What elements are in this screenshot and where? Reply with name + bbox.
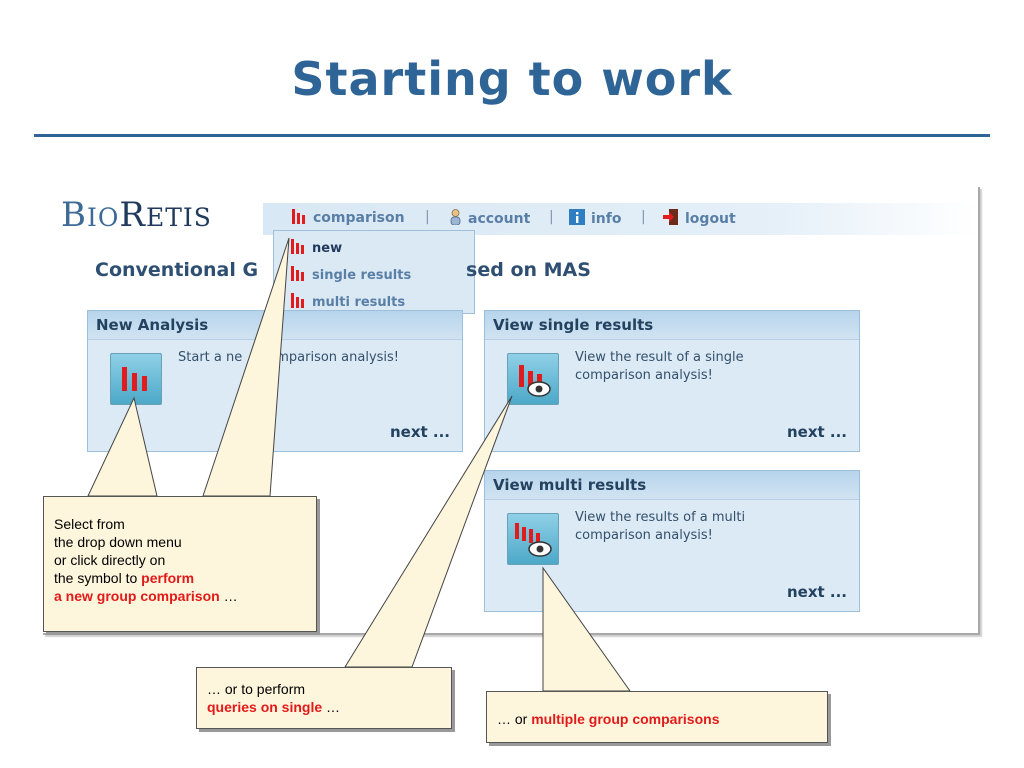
callout-line: … or to perform [207, 681, 306, 697]
callout-line: a new group comparison … [54, 587, 238, 605]
callout-text-plain: the symbol to [54, 570, 142, 586]
title-divider [34, 134, 990, 137]
callout-text-highlight: a new group comparison [54, 588, 220, 604]
callout-text: Select from the drop down menu or click … [54, 515, 238, 605]
nav-separator: | [641, 209, 646, 225]
logo-letters-etis: ETIS [145, 203, 212, 232]
callout-text-plain: … [219, 588, 238, 604]
callout-line: the drop down menu [54, 534, 182, 550]
dropdown-item-single-results[interactable]: single results [290, 266, 411, 283]
panel-description-right: mparison analysis! [276, 350, 400, 365]
page-heading-right: sed on MAS [466, 259, 591, 281]
nav-bar-background [263, 203, 978, 235]
comparison-dropdown-menu: new single results multi results [273, 230, 475, 314]
page-heading-left: Conventional G [95, 259, 259, 281]
next-link[interactable]: next ... [786, 423, 847, 441]
nav-comparison[interactable]: comparison [291, 209, 405, 226]
dropdown-item-multi-results[interactable]: multi results [290, 293, 405, 310]
info-icon [569, 209, 585, 225]
logo-letter-r: R [119, 195, 146, 235]
callout-multiple-comparisons: … or multiple group comparisons [486, 691, 828, 743]
nav-account-label: account [468, 211, 531, 227]
callout-text: … or to perform queries on single … [207, 680, 340, 716]
bar-chart-icon [292, 209, 305, 224]
nav-separator: | [425, 209, 430, 225]
callout-text-plain: … or [497, 711, 532, 727]
callout-line: Select from [54, 516, 125, 532]
callout-line: or click directly on [54, 552, 166, 568]
user-icon [450, 209, 461, 225]
bar-chart-icon [291, 239, 304, 254]
slide-title: Starting to work [291, 52, 733, 106]
panel-title: View single results [485, 311, 859, 340]
nav-logout-label: logout [685, 211, 736, 227]
callout-text-highlight: multiple group comparisons [531, 711, 720, 727]
nav-account[interactable]: account [449, 209, 530, 227]
callout-text-plain: … [322, 699, 341, 715]
callout-pointer-to-new-icon [87, 396, 158, 497]
callout-queries-single: … or to perform queries on single … [196, 667, 452, 729]
nav-info[interactable]: info [569, 209, 621, 227]
panel-description-left: Start a ne [178, 350, 243, 365]
new-analysis-chart-icon[interactable] [110, 353, 162, 405]
bioretis-logo[interactable]: BIORETIS [61, 195, 212, 235]
dropdown-item-label: multi results [312, 295, 406, 310]
multi-results-chart-eye-icon[interactable] [507, 513, 559, 565]
callout-line: the symbol to perform [54, 569, 238, 587]
callout-line: queries on single … [207, 698, 340, 716]
callout-pointer-to-single-icon [344, 395, 513, 668]
panel-description: Start a ne mparison analysis! [178, 349, 399, 367]
bar-chart-icon [291, 266, 304, 281]
callout-pointer-to-dropdown [202, 237, 290, 497]
page-heading: Conventional G sed on MAS [95, 259, 591, 281]
next-link[interactable]: next ... [389, 423, 450, 441]
logo-letters-io: IO [87, 203, 120, 232]
callout-text-highlight: queries on single [207, 699, 323, 715]
nav-logout[interactable]: logout [663, 209, 736, 227]
dropdown-item-label: single results [312, 268, 412, 283]
nav-separator: | [549, 209, 554, 225]
dropdown-item-label: new [312, 241, 343, 256]
logo-letter-b: B [61, 195, 87, 235]
logout-door-icon [663, 209, 678, 225]
panel-title: View multi results [485, 471, 859, 500]
callout-text: … or multiple group comparisons [497, 710, 719, 728]
single-results-chart-eye-icon[interactable] [507, 353, 559, 405]
callout-select-from-menu: Select from the drop down menu or click … [43, 496, 317, 632]
next-link[interactable]: next ... [786, 583, 847, 601]
panel-description: View the result of a single comparison a… [575, 350, 744, 383]
bar-chart-icon [291, 293, 304, 308]
callout-text-highlight: perform [141, 570, 195, 586]
callout-pointer-to-multi-icon [542, 566, 631, 692]
nav-comparison-label: comparison [313, 210, 405, 226]
panel-view-single-results: View single results View the result of a… [484, 310, 860, 452]
dropdown-item-new[interactable]: new [290, 239, 342, 256]
nav-info-label: info [591, 211, 622, 227]
panel-description: View the results of a multi comparison a… [575, 510, 746, 543]
